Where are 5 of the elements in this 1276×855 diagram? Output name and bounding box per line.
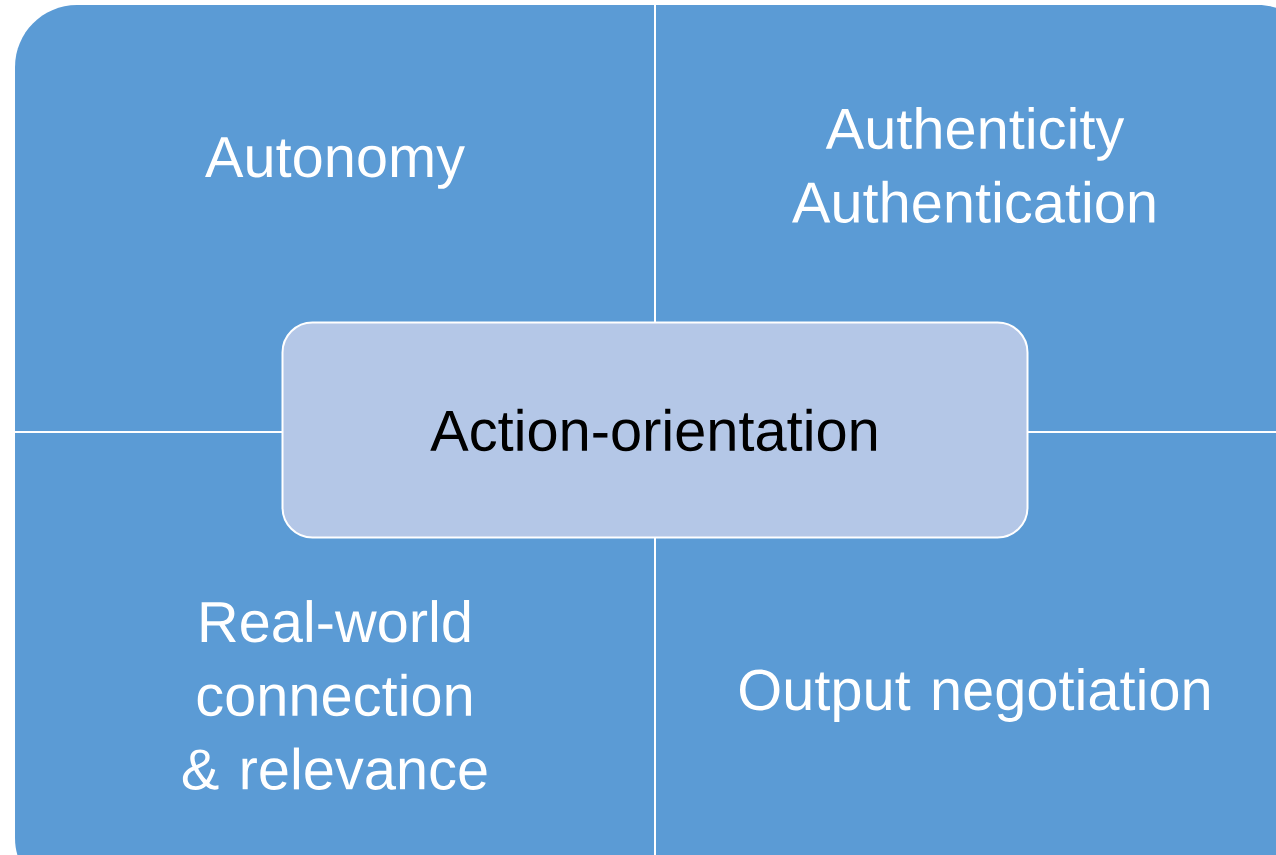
node-label: Output negotiation bbox=[740, 668, 1209, 722]
node-label: Autonomy bbox=[205, 137, 465, 189]
node-label: Real-world connection & relevance bbox=[182, 600, 487, 790]
node-label: Authenticity Authentication bbox=[792, 106, 1155, 224]
center-box: Action-orientation bbox=[281, 321, 1029, 539]
